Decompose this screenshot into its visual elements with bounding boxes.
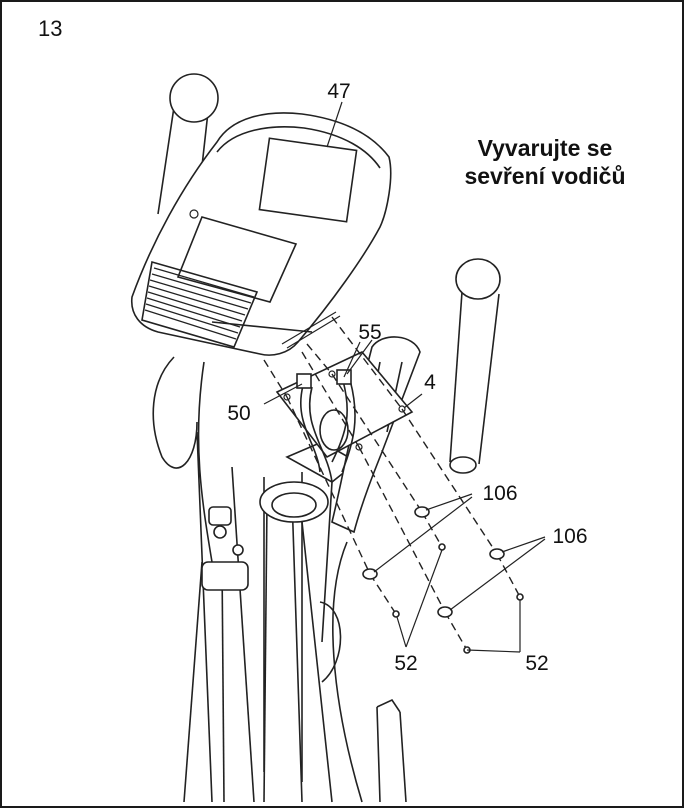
- callout-55: 55: [358, 321, 381, 344]
- callout-50: 50: [227, 402, 250, 425]
- left-upper-handlebar: [157, 73, 219, 215]
- washers-106: [362, 506, 505, 618]
- callout-47: 47: [327, 80, 350, 103]
- wire-harness: [296, 369, 356, 483]
- callout-52-right: 52: [525, 652, 548, 675]
- callout-52-left: 52: [394, 652, 417, 675]
- step-number: 13: [38, 16, 63, 41]
- alignment-guides: [263, 316, 521, 651]
- frame-lower: [152, 356, 407, 803]
- callout-106-upper: 106: [482, 482, 517, 505]
- right-upper-handlebar: [449, 258, 501, 474]
- warning-line-1: Vyvarujte se: [477, 135, 613, 161]
- warning-line-2: sevření vodičů: [464, 163, 626, 189]
- wire-warning-note: Vyvarujte se sevření vodičů: [430, 134, 660, 190]
- console-mast: [259, 441, 359, 782]
- console-part-47: [131, 112, 392, 356]
- callout-106-lower: 106: [552, 525, 587, 548]
- screws-52: [392, 543, 524, 654]
- leader-lines: [263, 101, 546, 653]
- callout-4: 4: [424, 371, 436, 394]
